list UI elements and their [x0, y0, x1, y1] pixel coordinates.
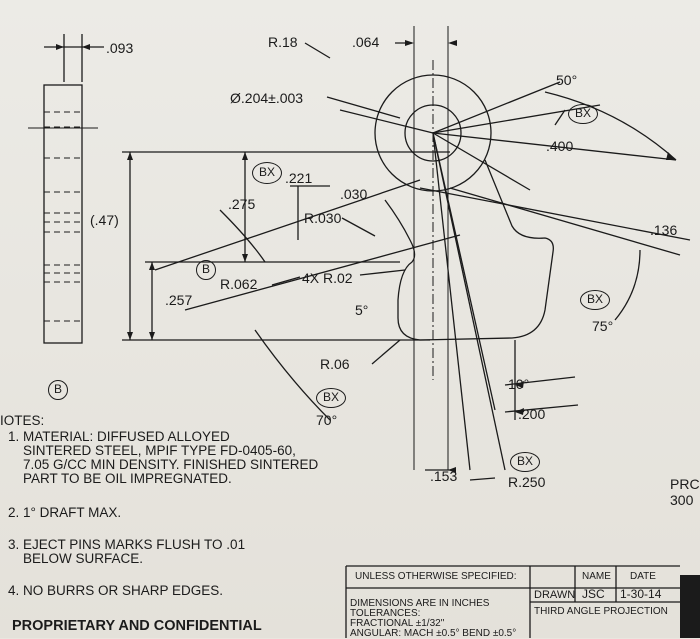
dim-ang-10: 10°: [508, 376, 530, 392]
bx-callout: BX: [580, 290, 610, 310]
dim-r030: R.030: [304, 210, 342, 226]
dim-064: .064: [352, 34, 380, 50]
dim-ang-5: 5°: [355, 302, 369, 318]
note-2: 2. 1° DRAFT MAX.: [8, 505, 122, 520]
name-header: NAME: [582, 571, 611, 582]
sheet-letter-block: [680, 575, 700, 638]
fractional-tolerance: FRACTIONAL ±1/32": [350, 618, 445, 629]
note-1-line-4: PART TO BE OIL IMPREGNATED.: [8, 471, 232, 486]
dim-200: .200: [518, 406, 546, 422]
dim-136: .136: [650, 222, 678, 238]
bx-callout: BX: [510, 452, 540, 472]
dim-dia-204: Ø.204±.003: [230, 90, 304, 106]
angular-tolerance: ANGULAR: MACH ±0.5° BEND ±0.5°: [350, 628, 517, 639]
dim-ang-50: 50°: [556, 72, 578, 88]
note-1-line-2: SINTERED STEEL, MPIF TYPE FD-0405-60,: [8, 443, 296, 458]
bx-callout: BX: [316, 388, 346, 408]
tolerances-label: TOLERANCES:: [350, 608, 421, 619]
dim-257: .257: [165, 292, 193, 308]
dim-r062: R.062: [220, 276, 258, 292]
bx-callout: BX: [568, 104, 598, 124]
dim-030: .030: [340, 186, 368, 202]
bx-callout: BX: [252, 162, 282, 184]
dim-400: .400: [546, 138, 574, 154]
edge-text-pr: PRC: [670, 476, 700, 492]
dim-r250: R.250: [508, 474, 546, 490]
drawn-name: JSC: [582, 587, 605, 601]
unless-specified: UNLESS OTHERWISE SPECIFIED:: [355, 571, 517, 582]
date-header: DATE: [630, 571, 656, 582]
note-1-line-3: 7.05 G/CC MIN DENSITY. FINISHED SINTERED: [8, 457, 319, 472]
dim-47: (.47): [90, 212, 119, 228]
edge-text-num: 300: [670, 492, 694, 508]
drawn-label: DRAWN: [534, 589, 576, 601]
dim-093: .093: [106, 40, 134, 56]
dim-r18: R.18: [268, 34, 298, 50]
dim-221: .221: [285, 170, 313, 186]
notes-header: IOTES:: [0, 413, 45, 428]
note-3-line-1: 3. EJECT PINS MARKS FLUSH TO .01: [8, 537, 246, 552]
side-view: [43, 84, 83, 344]
dim-ang-75: 75°: [592, 318, 614, 334]
dim-r06: R.06: [320, 356, 350, 372]
note-3-line-2: BELOW SURFACE.: [8, 551, 144, 566]
note-4: 4. NO BURRS OR SHARP EDGES.: [8, 583, 224, 598]
dimensions-in-inches: DIMENSIONS ARE IN INCHES: [350, 598, 490, 609]
b-callout: B: [48, 380, 68, 400]
proprietary-footer: PROPRIETARY AND CONFIDENTIAL: [12, 618, 262, 634]
dim-4x-r02: 4X R.02: [302, 270, 353, 286]
dim-275: .275: [228, 196, 256, 212]
dim-153: .153: [430, 468, 458, 484]
dim-ang-70: 70°: [316, 412, 338, 428]
part-outline: [384, 159, 554, 341]
projection-label: THIRD ANGLE PROJECTION: [534, 606, 668, 617]
drawn-date: 1-30-14: [620, 587, 662, 601]
b-callout: B: [196, 260, 216, 280]
note-1-line-1: 1. MATERIAL: DIFFUSED ALLOYED: [8, 429, 230, 444]
